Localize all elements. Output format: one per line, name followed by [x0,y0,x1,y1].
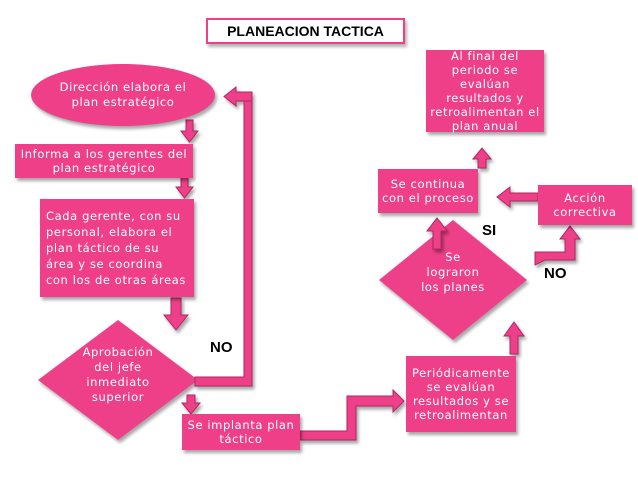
node-direccion: Dirección elabora el plan estratégico [31,64,215,126]
arrow-implanta-periodicamente [299,388,405,441]
node-direccion-text: Dirección elabora el plan estratégico [59,80,187,109]
node-lograron: Se lograron los planes [418,250,488,295]
node-accion-text: Acción correctiva [553,191,617,219]
arrow-up-diamond [503,321,525,355]
node-continua-text: Se continua con el proceso [382,177,474,205]
node-periodicamente: Periódicamente se evalúan resultados y s… [406,356,516,432]
arrow-accion-continua [496,185,539,209]
node-aprobacion: Aprobación del jefe inmediato superior [72,345,164,405]
edge-label-no-left-text: NO [210,339,233,356]
arrow-no-accion [534,225,582,266]
node-accion: Acción correctiva [538,185,632,225]
arrow-no-loop-head [223,85,253,108]
node-cada-gerente: Cada gerente, con su personal, elabora e… [40,199,194,297]
node-al-final: Al final del periodo se evalúan resultad… [426,49,544,133]
arrow-down-1 [179,119,200,143]
node-informa-text: Informa a los gerentes del plan estratég… [20,147,188,175]
edge-label-no-right-text: NO [544,265,567,282]
node-continua: Se continua con el proceso [378,169,478,213]
node-cada-gerente-text: Cada gerente, con su personal, elabora e… [46,209,187,287]
edge-label-si-text: SI [482,222,497,239]
node-informa: Informa a los gerentes del plan estratég… [15,144,193,178]
node-implanta-text: Se implanta plan táctico [187,418,295,446]
node-lograron-text: Se lograron los planes [421,250,485,294]
edge-label-no-left: NO [210,339,233,356]
arrow-down-implanta [180,394,202,415]
arrow-down-2 [174,176,195,199]
edge-label-no-right: NO [544,265,567,282]
arrow-up-continua [425,217,449,250]
diagram-title-text: PLANEACION TACTICA [227,23,384,39]
arrow-down-3 [162,297,190,331]
diagram-title: PLANEACION TACTICA [206,18,405,44]
node-aprobacion-text: Aprobación del jefe inmediato superior [82,345,154,404]
node-al-final-text: Al final del periodo se evalúan resultad… [430,49,540,133]
arrow-up-alfinal [471,147,493,169]
edge-label-si: SI [482,222,496,239]
decision-diamond-lograron [379,220,527,340]
node-implanta: Se implanta plan táctico [182,414,300,450]
node-periodicamente-text: Periódicamente se evalúan resultados y s… [412,366,510,422]
decision-diamond-aprobacion [38,320,198,440]
